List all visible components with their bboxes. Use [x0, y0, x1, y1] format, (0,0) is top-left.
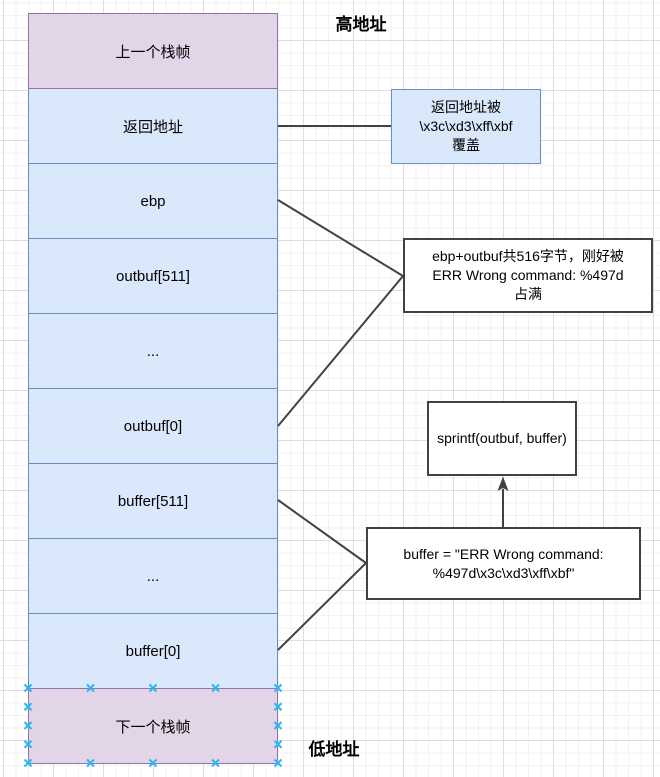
note-sprintf-call[interactable]: sprintf(outbuf, buffer) — [427, 401, 577, 476]
stack-row-buffer-511[interactable]: buffer[511] — [28, 463, 278, 539]
arrowhead-up-icon — [497, 476, 509, 491]
stack-row-ellipsis-1[interactable]: ... — [28, 313, 278, 389]
stack-row-prev-frame[interactable]: 上一个栈帧 — [28, 13, 278, 89]
low-address-label[interactable]: 低地址 — [308, 740, 360, 759]
note-516-bytes-filled[interactable]: ebp+outbuf共516字节，刚好被 ERR Wrong command: … — [403, 238, 653, 313]
stack-row-label: ebp — [140, 192, 166, 210]
stack-row-outbuf-0[interactable]: outbuf[0] — [28, 388, 278, 464]
connector-outbuf0-to-516-note[interactable] — [277, 275, 404, 427]
stack-row-label: ... — [146, 567, 160, 585]
note-buffer-value[interactable]: buffer = "ERR Wrong command: %497d\x3c\x… — [366, 527, 641, 600]
stack-row-next-frame-selected[interactable]: 下一个栈帧 — [28, 688, 278, 764]
stack-row-ebp[interactable]: ebp — [28, 163, 278, 239]
connector-ebp-to-516-note[interactable] — [277, 199, 404, 277]
note-return-addr-overwritten[interactable]: 返回地址被 \x3c\xd3\xff\xbf 覆盖 — [391, 89, 541, 164]
connector-buffer0-to-buffer-note[interactable] — [277, 562, 367, 651]
stack-row-return-addr[interactable]: 返回地址 — [28, 88, 278, 164]
stack-row-label: 下一个栈帧 — [115, 718, 191, 736]
stack-row-label: buffer[0] — [125, 642, 181, 660]
stack-row-label: outbuf[511] — [116, 267, 190, 285]
stack-row-buffer-0[interactable]: buffer[0] — [28, 613, 278, 689]
stack-row-label: ... — [146, 342, 160, 360]
connector-buffer511-to-buffer-note[interactable] — [277, 499, 367, 564]
high-address-label[interactable]: 高地址 — [335, 15, 387, 34]
stack-row-outbuf-511[interactable]: outbuf[511] — [28, 238, 278, 314]
stack-row-label: buffer[511] — [117, 492, 189, 510]
stack-row-label: 上一个栈帧 — [115, 43, 191, 61]
stack-row-label: 返回地址 — [122, 118, 183, 136]
stack-row-label: outbuf[0] — [123, 417, 183, 435]
stack-row-ellipsis-2[interactable]: ... — [28, 538, 278, 614]
